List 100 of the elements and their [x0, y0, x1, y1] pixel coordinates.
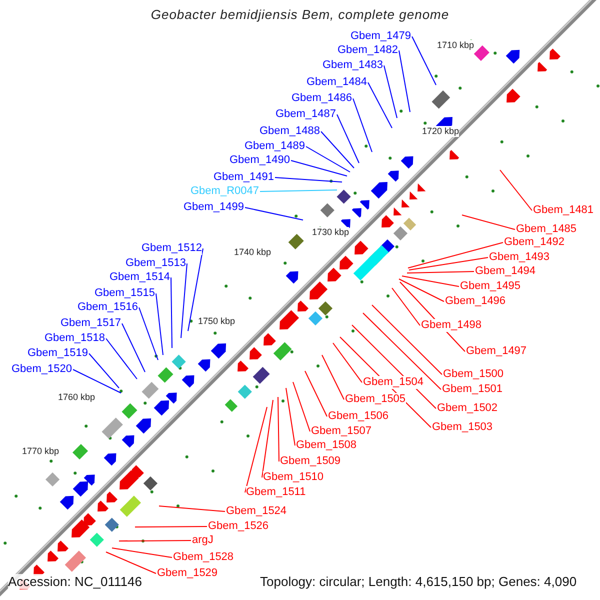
footer-text: Topology: circular; Length: 4,615,150 bp; Genes: 4,090 [260, 574, 577, 589]
leader-line [462, 214, 516, 230]
leader-line [320, 131, 354, 168]
gene-label: Gbem_1514 [109, 271, 170, 284]
gene-label: Gbem_1494 [475, 265, 536, 278]
gene-label: Gbem_1509 [280, 455, 341, 468]
gene-label: Gbem_1483 [322, 59, 383, 72]
leader-line [322, 354, 344, 400]
title: Geobacter bemidjiensis Bem, complete genome [150, 7, 450, 22]
leader-line [170, 277, 172, 348]
leader-line [412, 36, 436, 86]
leader-line [286, 388, 296, 446]
leader-line [118, 540, 192, 542]
leader-line [134, 526, 208, 528]
leader-line [372, 304, 442, 375]
scale-label: 1760 kbp [58, 392, 96, 403]
scale-label: 1770 kbp [22, 446, 60, 457]
leader-line [306, 146, 350, 172]
leader-line [244, 207, 304, 220]
leader-line [122, 323, 146, 372]
leader-line [398, 278, 444, 302]
gene-label: Gbem_1481 [533, 204, 594, 217]
gene-label: Gbem_1516 [77, 301, 138, 314]
scale-label: 1750 kbp [198, 316, 236, 327]
leader-line [292, 382, 310, 432]
leader-line [336, 114, 360, 164]
gene-label: argJ [192, 534, 214, 547]
leader-line [88, 353, 120, 388]
gene-label: Gbem_1485 [516, 223, 577, 236]
leader-line [188, 248, 204, 332]
gene-label: Gbem_1512 [141, 242, 202, 255]
leader-line [106, 338, 138, 380]
gene-label: Gbem_1518 [44, 332, 105, 345]
gene-label: Gbem_1503 [432, 421, 493, 434]
gene-label: Gbem_1492 [504, 236, 565, 249]
gene-label: Gbem_1517 [60, 317, 121, 330]
leader-line [392, 288, 420, 326]
leader-line [290, 160, 348, 176]
leader-line [260, 190, 338, 192]
gene-label: Gbem_R0047 [190, 185, 259, 198]
gene-label: Gbem_1504 [363, 376, 424, 389]
leader-line [278, 396, 280, 462]
gene-label: Gbem_1502 [437, 402, 498, 415]
leader-line [304, 370, 328, 417]
gene-label: Gbem_1507 [311, 425, 372, 438]
leader-line [158, 506, 226, 512]
gene-label: Gbem_1498 [421, 319, 482, 332]
gene-label: Gbem_1506 [328, 410, 389, 423]
gene-label: Gbem_1484 [306, 76, 367, 89]
leader-line [406, 271, 474, 274]
scale-label: 1710 kbp [437, 40, 474, 51]
gene-label: Gbem_1529 [157, 567, 218, 580]
leader-line [352, 98, 372, 152]
gene-label: Gbem_1515 [94, 287, 155, 300]
leader-line [332, 342, 362, 383]
gene-label: Gbem_1495 [460, 280, 521, 293]
gene-label: Gbem_1524 [226, 505, 287, 518]
leader-line [398, 50, 410, 112]
leader-line [180, 263, 188, 338]
gene-label: Gbem_1528 [173, 551, 234, 564]
gene-label: Gbem_1497 [466, 345, 527, 358]
leader-line [262, 400, 274, 478]
gene-label: Gbem_1510 [263, 471, 324, 484]
gene-label: Gbem_1491 [213, 171, 274, 184]
gene-label: Gbem_1487 [275, 108, 336, 121]
scale-label: 1730 kbp [312, 227, 350, 238]
gene-label: Gbem_1501 [442, 383, 503, 396]
gene-label: Gbem_1519 [27, 347, 88, 360]
gene-label: Gbem_1505 [345, 393, 406, 406]
gene-label: Gbem_1496 [445, 295, 506, 308]
leader-line [138, 307, 158, 360]
leader-line [156, 293, 164, 356]
gene-label: Gbem_1513 [125, 257, 186, 270]
gene-label: Gbem_1520 [11, 363, 72, 376]
gene-label: Gbem_1490 [229, 154, 290, 167]
leader-line [362, 312, 442, 390]
gene-label: Gbem_1489 [244, 140, 305, 153]
leader-line [274, 177, 342, 182]
footer-text: Accession: NC_011146 [8, 574, 142, 589]
gene-label: Gbem_1500 [443, 368, 504, 381]
scale-label: 1720 kbp [422, 126, 460, 137]
gene-label: Gbem_1479 [350, 30, 411, 43]
gene-label: Gbem_1508 [296, 439, 357, 452]
gene-label: Gbem_1526 [208, 520, 269, 533]
gene-label: Gbem_1482 [337, 44, 398, 57]
leader-line [408, 242, 504, 268]
gene-label: Gbem_1493 [489, 251, 550, 264]
gene-label: Gbem_1486 [291, 92, 352, 105]
gene-label: Gbem_1511 [246, 486, 306, 499]
leader-line [112, 548, 172, 558]
leader-line [408, 257, 488, 270]
leader-line [500, 170, 532, 211]
leader-line [244, 406, 268, 493]
leader-line [384, 65, 398, 118]
leader-line [368, 82, 392, 128]
gene-label: Gbem_1488 [259, 125, 320, 138]
scale-label: 1740 kbp [234, 247, 272, 258]
leader-line [402, 276, 460, 287]
leader-line [106, 552, 156, 574]
gene-label: Gbem_1499 [183, 201, 244, 214]
